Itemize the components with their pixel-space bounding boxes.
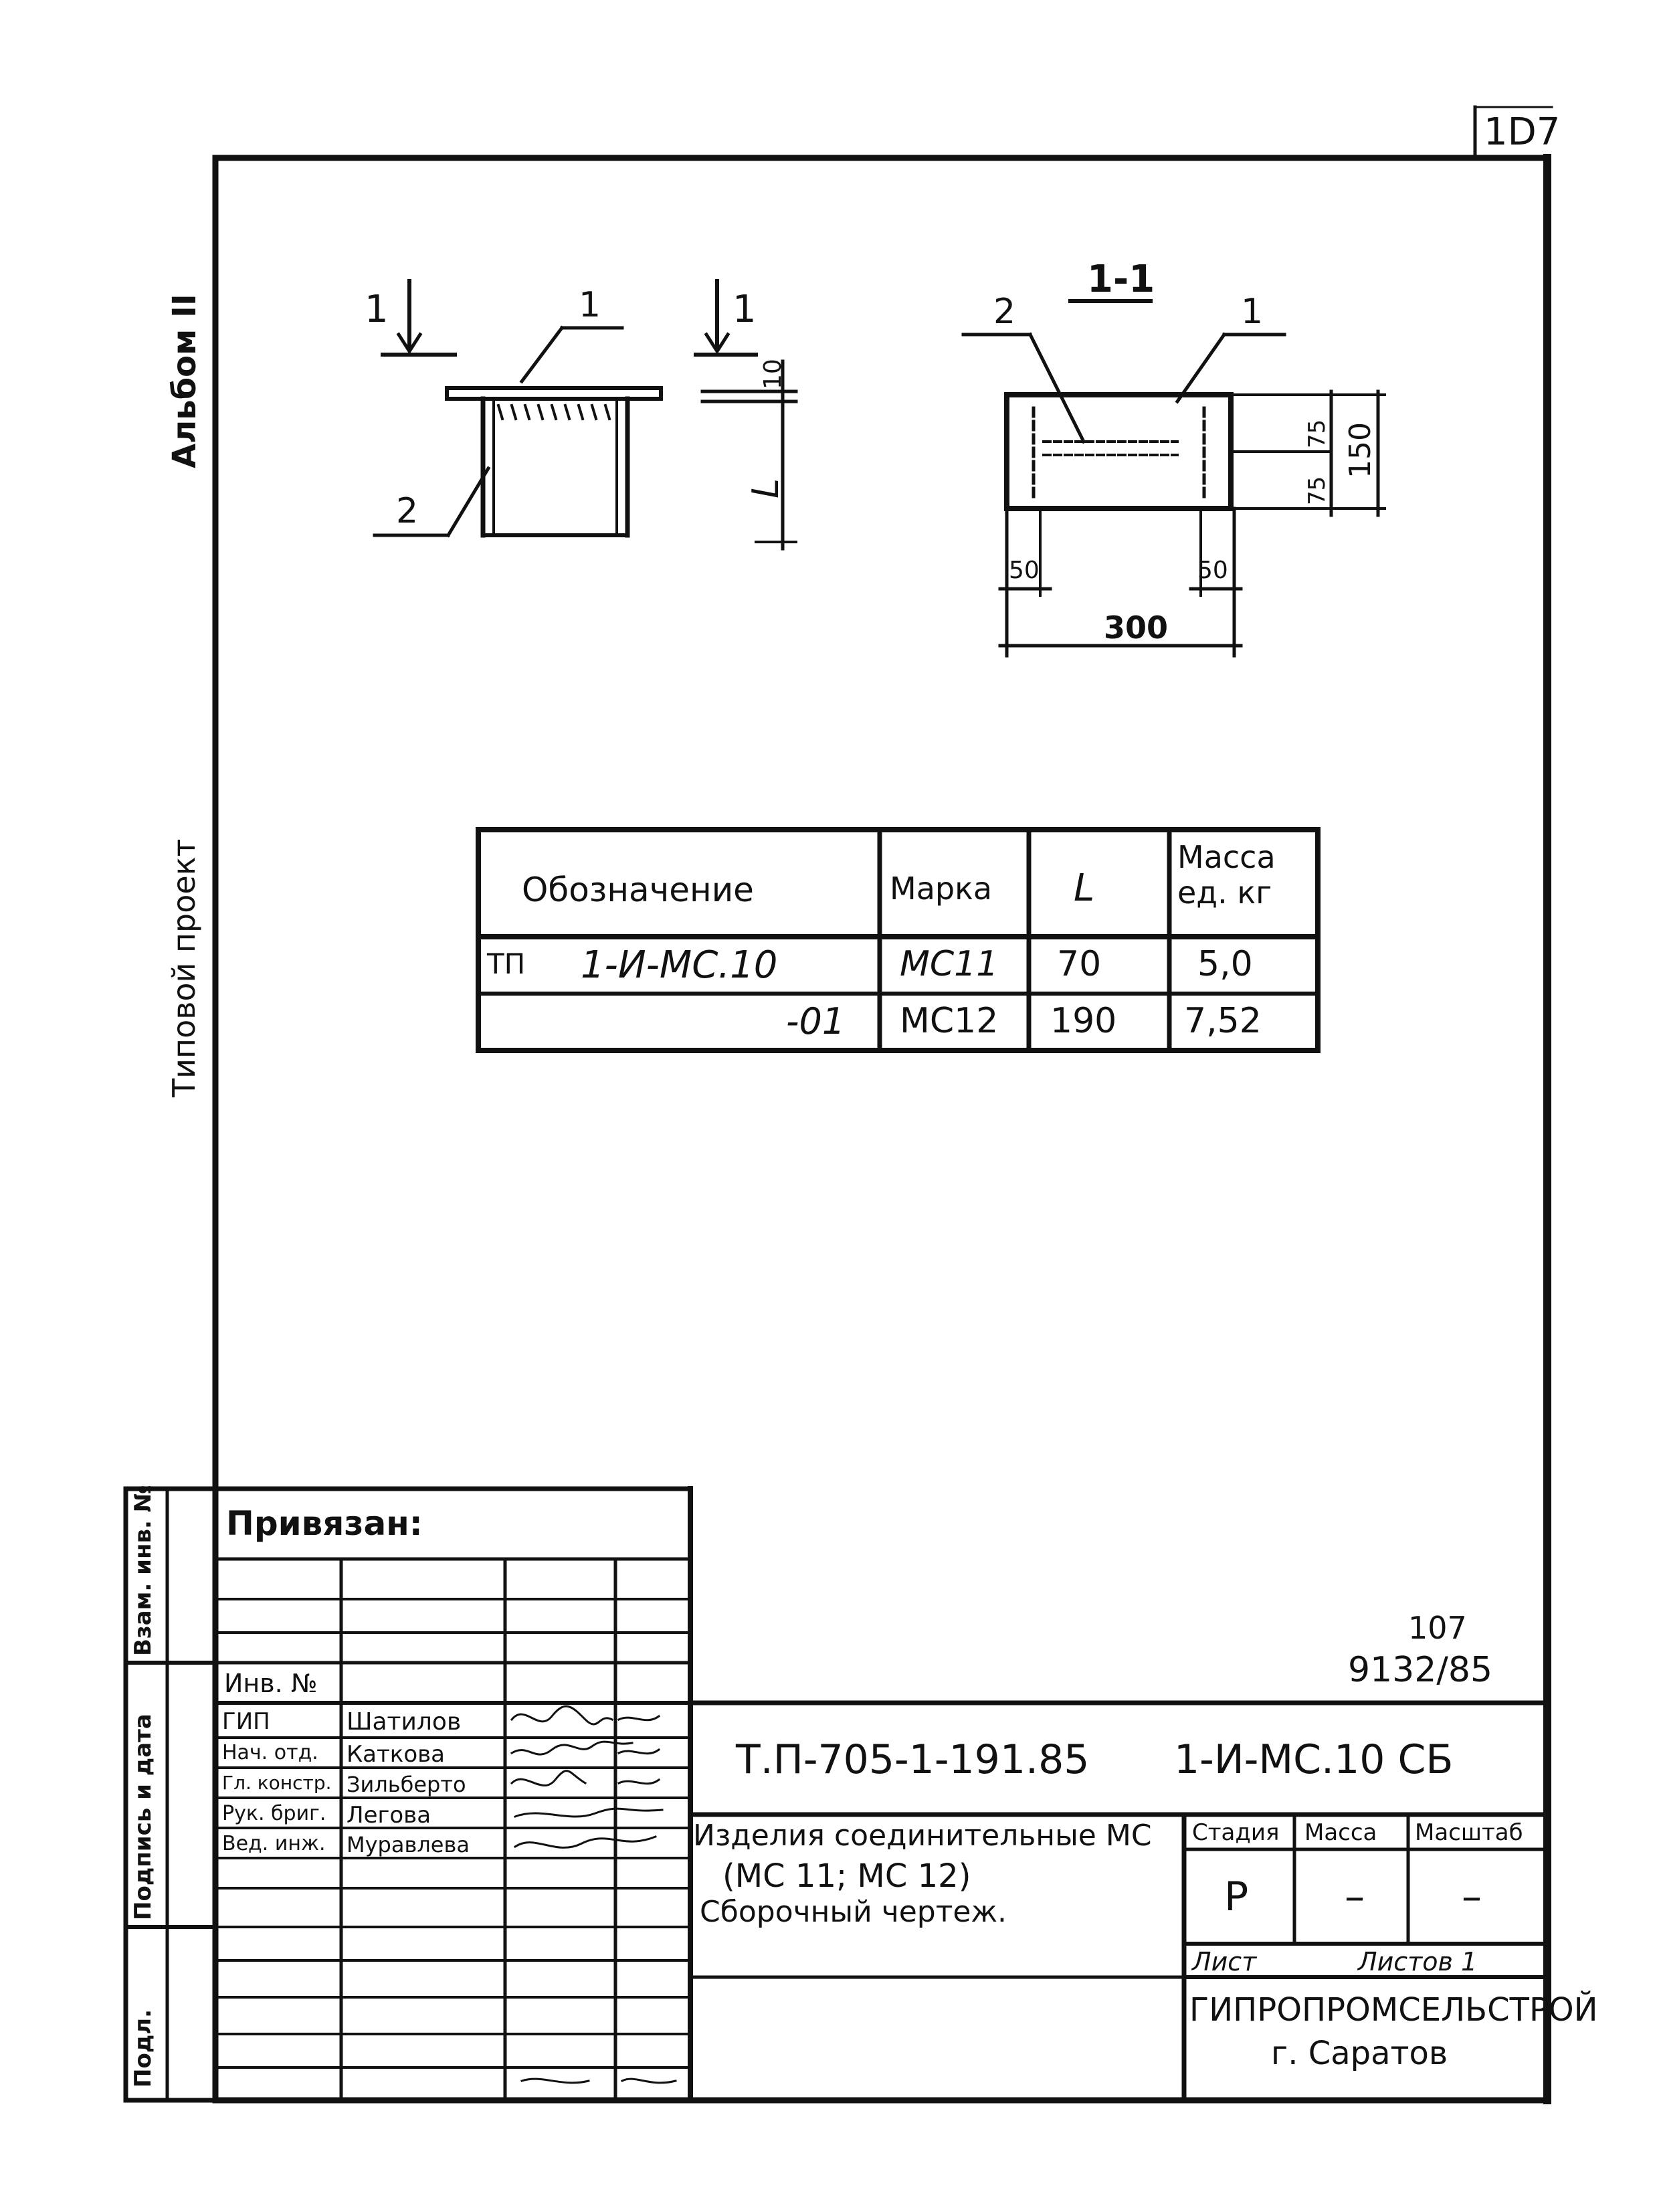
strip-label-podl: Подл. — [130, 2009, 157, 2088]
mass-label: Масса — [1304, 1819, 1377, 1846]
staff-role-2: Нач. отд. — [222, 1741, 318, 1764]
title-line-2: (МС 11; МС 12) — [722, 1857, 971, 1895]
stage-label: Стадия — [1192, 1819, 1280, 1846]
organization: ГИПРОПРОМСЕЛЬСТРОЙ — [1189, 1991, 1598, 2029]
project-code: Т.П-705-1-191.85 — [736, 1736, 1090, 1783]
section-dim-75-bottom: 75 — [1304, 476, 1331, 505]
section-dim-50-left: 50 — [1009, 557, 1040, 584]
corner-sheet-number: 1D7 — [1484, 110, 1561, 154]
left-stamp-strip — [123, 1486, 218, 2103]
scale-label: Масштаб — [1415, 1819, 1523, 1846]
staff-role-3: Гл. констр. — [222, 1772, 332, 1794]
spec-row1-mass: 5,0 — [1197, 944, 1253, 984]
album-label: Альбом II — [166, 294, 203, 468]
inv-label: Инв. № — [224, 1669, 318, 1698]
spec-header-mark: Марка — [890, 870, 993, 907]
strip-label-podpis: Подпись и дата — [130, 1714, 157, 1920]
staff-name-2: Каткова — [347, 1741, 445, 1768]
staff-name-1: Шатилов — [347, 1708, 462, 1736]
section-position-2: 2 — [993, 292, 1016, 332]
sheet-number: 107 — [1408, 1610, 1467, 1646]
front-position-1: 1 — [579, 285, 601, 325]
stage-value: Р — [1224, 1873, 1249, 1920]
staff-role-5: Вед. инж. — [222, 1832, 326, 1855]
spec-header-mass: Масса ед. кг — [1177, 839, 1276, 911]
staff-name-4: Легова — [347, 1802, 431, 1829]
city: г. Саратов — [1271, 2035, 1448, 2072]
section-dim-50-right: 50 — [1197, 557, 1228, 584]
front-view-lines — [373, 279, 798, 551]
title-line-1: Изделия соединительные МС — [693, 1819, 1152, 1853]
mass-value: – — [1345, 1873, 1365, 1920]
spec-row2-mark: МС12 — [900, 1001, 999, 1041]
section-dim-300: 300 — [1104, 610, 1169, 646]
spec-row2-designation: -01 — [786, 1000, 846, 1042]
spec-row1-mark: МС11 — [900, 944, 999, 984]
staff-role-4: Рук. бриг. — [222, 1802, 326, 1825]
project-type-label: Типовой проект — [166, 838, 202, 1097]
spec-row1-L: 70 — [1057, 944, 1102, 984]
sheets-label: Листов 1 — [1358, 1947, 1478, 1976]
section-position-1: 1 — [1241, 292, 1264, 332]
spec-row1-prefix: ТП — [487, 947, 526, 980]
spec-row1-designation: 1-И-МС.10 — [581, 943, 778, 987]
scale-value: – — [1462, 1873, 1482, 1920]
staff-name-5: Муравлева — [347, 1832, 470, 1857]
front-dim-L: L — [745, 478, 787, 498]
staff-name-3: Зильберто — [347, 1772, 466, 1797]
spec-header-designation: Обозначение — [522, 870, 754, 909]
title-line-3: Сборочный чертеж. — [700, 1895, 1007, 1929]
sheet-label: Лист — [1192, 1947, 1257, 1976]
section-view-lines — [961, 299, 1386, 658]
spec-table-lines — [476, 827, 1321, 1053]
spec-row2-L: 190 — [1050, 1001, 1117, 1041]
bound-label: Привязан: — [226, 1504, 423, 1543]
strip-label-vzam: Взам. инв. № — [130, 1485, 157, 1656]
front-section-mark-right: 1 — [733, 288, 757, 331]
front-position-2: 2 — [396, 491, 419, 531]
drawing-code: 1-И-МС.10 СБ — [1174, 1736, 1454, 1783]
section-dim-75-top: 75 — [1304, 419, 1331, 448]
spec-row2-mass: 7,52 — [1184, 1001, 1262, 1041]
front-section-mark-left: 1 — [365, 288, 389, 331]
section-dim-150: 150 — [1343, 422, 1377, 478]
doc-number: 9132/85 — [1348, 1650, 1493, 1690]
title-block-lines — [213, 1486, 1551, 2104]
signatures-scribble — [510, 1705, 677, 2084]
section-title: 1-1 — [1087, 258, 1155, 301]
front-dim-10: 10 — [759, 359, 787, 389]
spec-header-L: L — [1074, 866, 1095, 910]
staff-role-1: ГИП — [222, 1708, 270, 1735]
